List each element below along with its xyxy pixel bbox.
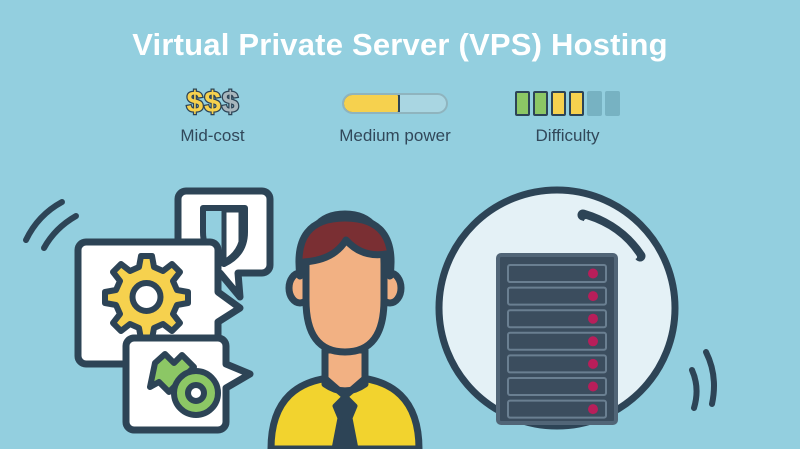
metric-power-label: Medium power [339, 126, 451, 145]
server-slot-3 [507, 309, 607, 329]
server-illustration [23, 186, 717, 430]
difficulty-segment-3 [551, 90, 566, 116]
metric-difficulty: Difficulty [495, 88, 640, 147]
bubble-key[interactable] [122, 334, 254, 434]
bubble-gear[interactable] [74, 238, 244, 368]
power-bar-track [342, 92, 448, 114]
server-led-2 [588, 291, 598, 302]
difficulty-segment-6 [605, 90, 620, 116]
power-bar-fill [344, 94, 401, 112]
key-icon [147, 351, 221, 418]
dollar-sign-2: $ [203, 86, 222, 119]
circle-glint-inner [584, 219, 637, 259]
difficulty-segment-5 [587, 90, 602, 116]
person-tie [331, 393, 359, 449]
power-bar-indicator [305, 88, 485, 118]
difficulty-segment-4 [569, 90, 584, 116]
server-slot-6 [507, 377, 607, 396]
motion-lines-icon [23, 199, 79, 251]
server-led-1 [588, 268, 598, 279]
metric-difficulty-label: Difficulty [535, 126, 600, 145]
server-slot-2 [507, 286, 607, 306]
metric-cost-label: Mid-cost [180, 126, 245, 145]
difficulty-segment-2 [533, 90, 548, 116]
gear-icon [102, 253, 191, 342]
server-led-3 [588, 313, 598, 324]
server-slot-7 [507, 399, 607, 419]
dollar-sign-1: $ [185, 86, 204, 119]
cost-dollar-indicator: $ $ $ [140, 86, 285, 119]
person-hair [295, 214, 395, 280]
metric-cost: $ $ $ Mid-cost [140, 86, 285, 147]
difficulty-segments-indicator [495, 88, 640, 118]
dollar-sign-3: $ [221, 86, 240, 119]
motion-lines-secondary-icon [689, 349, 717, 411]
metrics-row: $ $ $ Mid-cost Medium power Difficulty [0, 86, 800, 158]
server-led-5 [588, 358, 598, 369]
metric-power: Medium power [305, 88, 485, 147]
page-title: Virtual Private Server (VPS) Hosting [132, 27, 668, 62]
illustration-area [0, 160, 800, 449]
server-led-6 [588, 381, 598, 392]
server-slots-group [507, 264, 607, 419]
server-led-7 [588, 404, 598, 415]
server-slot-1 [507, 264, 607, 283]
server-led-4 [588, 336, 598, 347]
server-slot-5 [507, 354, 607, 374]
person-avatar [267, 210, 423, 449]
difficulty-segment-1 [515, 90, 530, 116]
circle-glint-icon [577, 209, 646, 262]
server-slot-4 [507, 331, 607, 351]
